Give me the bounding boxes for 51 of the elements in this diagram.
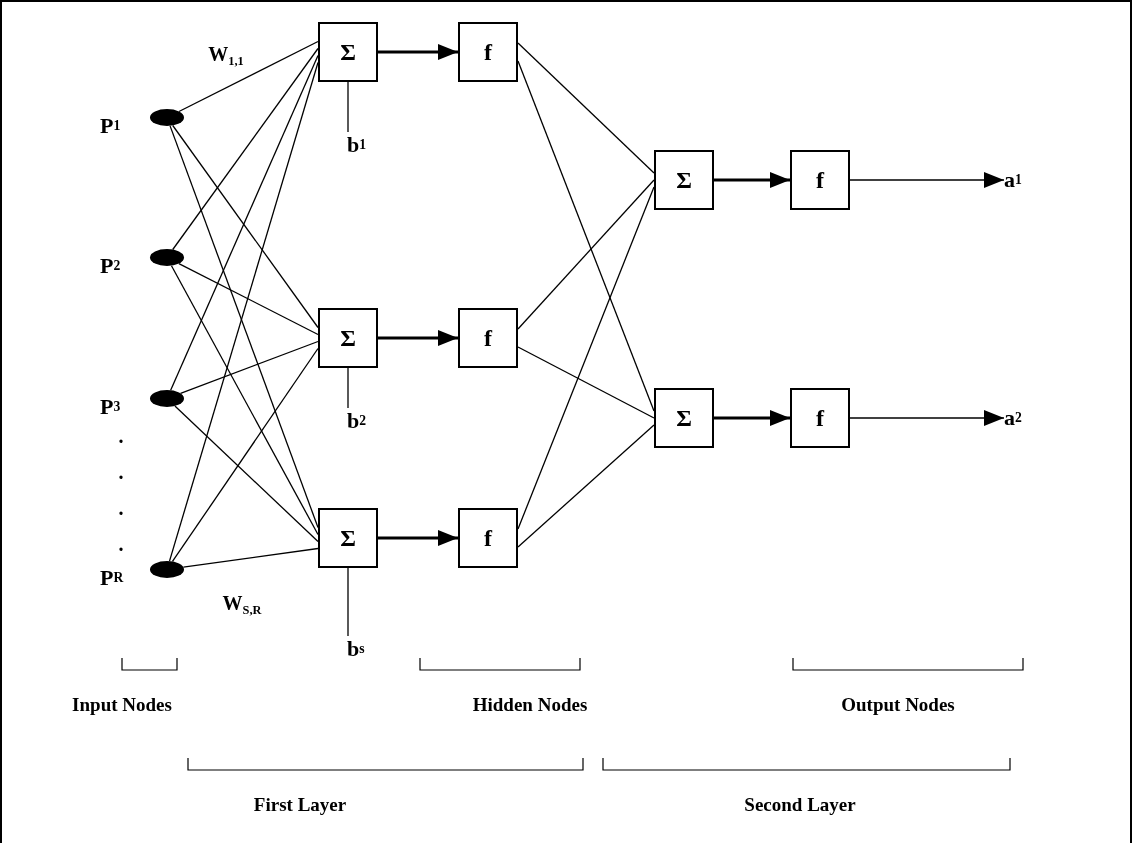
weight-label: W$_{1,1}$ (208, 43, 244, 69)
summation-box: Σ (318, 308, 378, 368)
connector-line (172, 124, 319, 329)
weight-label: W$_{S,R}$ (222, 592, 262, 618)
ellipsis-dot: . (118, 424, 124, 448)
ellipse-node (150, 390, 184, 407)
connector-line (347, 567, 349, 637)
layer-label: Hidden Nodes (472, 694, 588, 716)
connector-line (179, 340, 319, 395)
layer-label: Output Nodes (841, 694, 955, 716)
connector-line (170, 265, 319, 536)
ellipsis-dot: . (118, 460, 124, 484)
arrow (378, 44, 458, 60)
activation-box: f (458, 22, 518, 82)
layer-label: Input Nodes (72, 694, 172, 716)
layer-label: Second Layer (744, 794, 856, 816)
connector-line (174, 405, 319, 543)
connector-line (517, 346, 655, 419)
summation-box: Σ (654, 150, 714, 210)
activation-box: f (790, 388, 850, 448)
connector-line (517, 42, 655, 174)
arrow (714, 172, 790, 188)
ellipsis-dot: . (118, 532, 124, 556)
connector-line (517, 179, 655, 330)
ellipse-node (150, 561, 184, 578)
connector-line (178, 40, 319, 113)
arrow (378, 530, 458, 546)
arrow (849, 410, 1005, 426)
arrow (849, 172, 1005, 188)
activation-box: f (458, 308, 518, 368)
connector-line (172, 47, 319, 251)
summation-box: Σ (318, 508, 378, 568)
connector-line (169, 125, 319, 529)
ellipse-node (150, 109, 184, 126)
connector-line (178, 262, 319, 336)
ellipse-node (150, 249, 184, 266)
activation-box: f (790, 150, 850, 210)
connector-line (347, 367, 349, 409)
summation-box: Σ (654, 388, 714, 448)
arrow (714, 410, 790, 426)
connector-line (168, 61, 319, 562)
connector-line (171, 347, 319, 563)
connector-line (517, 424, 655, 548)
layer-label: First Layer (253, 794, 347, 816)
connector-line (170, 54, 319, 391)
ellipsis-dot: . (118, 496, 124, 520)
connector-line (347, 81, 349, 133)
summation-box: Σ (318, 22, 378, 82)
connector-line (182, 547, 319, 568)
activation-box: f (458, 508, 518, 568)
arrow (378, 330, 458, 346)
